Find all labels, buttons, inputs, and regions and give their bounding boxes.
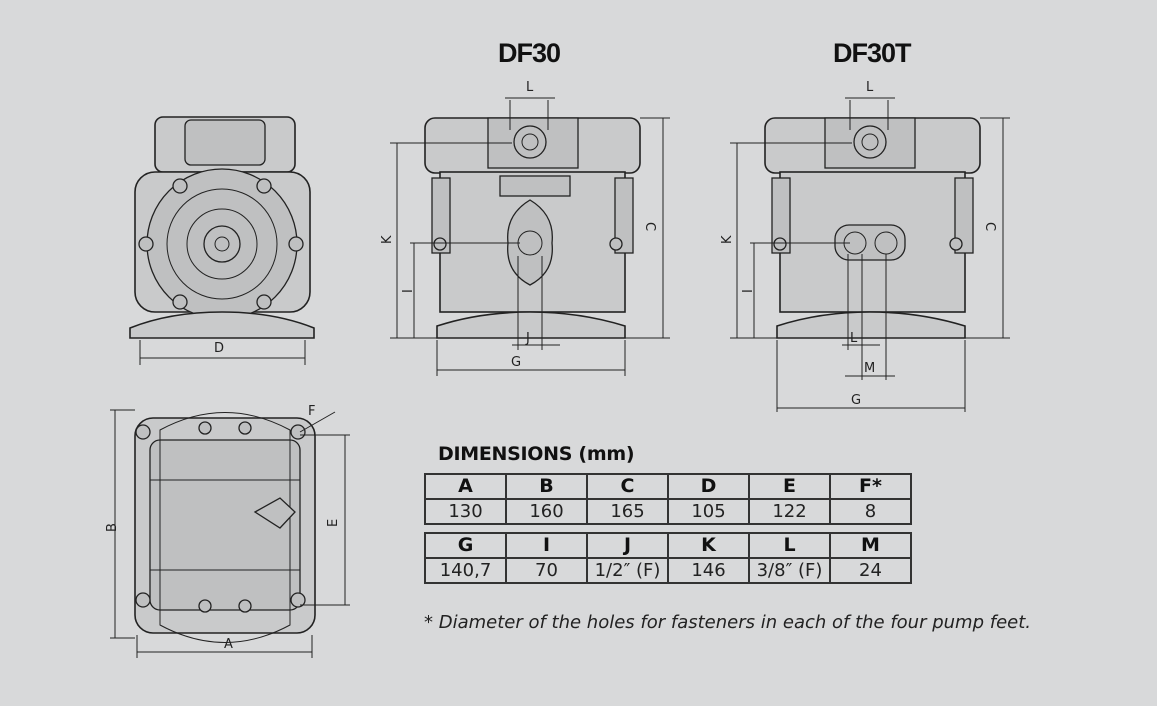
- dim-label-M: M: [864, 361, 875, 376]
- value-cell: 24: [829, 557, 912, 584]
- header-cell: L: [748, 532, 831, 559]
- value-cell: 70: [505, 557, 588, 584]
- dim-label-J: J: [525, 331, 530, 346]
- dim-label-K: K: [380, 235, 395, 244]
- value-cell: 105: [667, 498, 750, 525]
- table-header-row: G I J K L M: [424, 532, 912, 559]
- header-cell: B: [505, 473, 588, 500]
- dimensions-table-2: G I J K L M 140,7 70 1/2″ (F) 146 3/8″ (…: [424, 532, 912, 584]
- header-cell: C: [586, 473, 669, 500]
- dim-label-C: C: [982, 222, 997, 231]
- dim-label-I: I: [401, 289, 416, 293]
- value-cell: 160: [505, 498, 588, 525]
- header-cell: K: [667, 532, 750, 559]
- table-row: 130 160 165 105 122 8: [424, 498, 912, 525]
- dim-label-L2: L: [850, 331, 858, 346]
- header-cell: F*: [829, 473, 912, 500]
- header-cell: A: [424, 473, 507, 500]
- dim-label-A: A: [224, 637, 233, 652]
- header-cell: G: [424, 532, 507, 559]
- dimensions-title: DIMENSIONS (mm): [438, 443, 635, 465]
- header-cell: D: [667, 473, 750, 500]
- side-view-drawing: D: [129, 116, 315, 365]
- table-header-row: A B C D E F*: [424, 473, 912, 500]
- value-cell: 140,7: [424, 557, 507, 584]
- dim-label-E: E: [326, 519, 341, 527]
- footnote: * Diameter of the holes for fasteners in…: [424, 612, 1031, 633]
- dim-label-L: L: [866, 80, 874, 95]
- dim-label-D: D: [214, 341, 224, 356]
- header-cell: E: [748, 473, 831, 500]
- value-cell: 122: [748, 498, 831, 525]
- header-cell: I: [505, 532, 588, 559]
- dim-label-L: L: [526, 80, 534, 95]
- header-cell: M: [829, 532, 912, 559]
- value-cell: 1/2″ (F): [586, 557, 669, 584]
- dimensions-section: DIMENSIONS (mm) A B C D E F* 130 160 165…: [424, 443, 912, 591]
- header-cell: J: [586, 532, 669, 559]
- df30t-title: DF30T: [833, 38, 912, 68]
- dimensions-table-1: A B C D E F* 130 160 165 105 122 8: [424, 473, 912, 525]
- value-cell: 130: [424, 498, 507, 525]
- value-cell: 165: [586, 498, 669, 525]
- dim-label-F: F: [308, 404, 315, 419]
- dim-label-G: G: [511, 355, 521, 370]
- table-row: 140,7 70 1/2″ (F) 146 3/8″ (F) 24: [424, 557, 912, 584]
- value-cell: 8: [829, 498, 912, 525]
- df30-title: DF30: [498, 38, 560, 68]
- dim-label-C: C: [642, 222, 657, 231]
- dim-label-G: G: [851, 393, 861, 408]
- dim-label-I: I: [741, 289, 756, 293]
- df30-front-view: DF30 L K I C J G: [380, 38, 670, 376]
- dim-label-K: K: [720, 235, 735, 244]
- value-cell: 146: [667, 557, 750, 584]
- value-cell: 3/8″ (F): [748, 557, 831, 584]
- df30t-front-view: DF30T L K I C L M G: [720, 38, 1010, 412]
- top-view-drawing: B E F A: [105, 404, 350, 658]
- dim-label-B: B: [105, 523, 120, 532]
